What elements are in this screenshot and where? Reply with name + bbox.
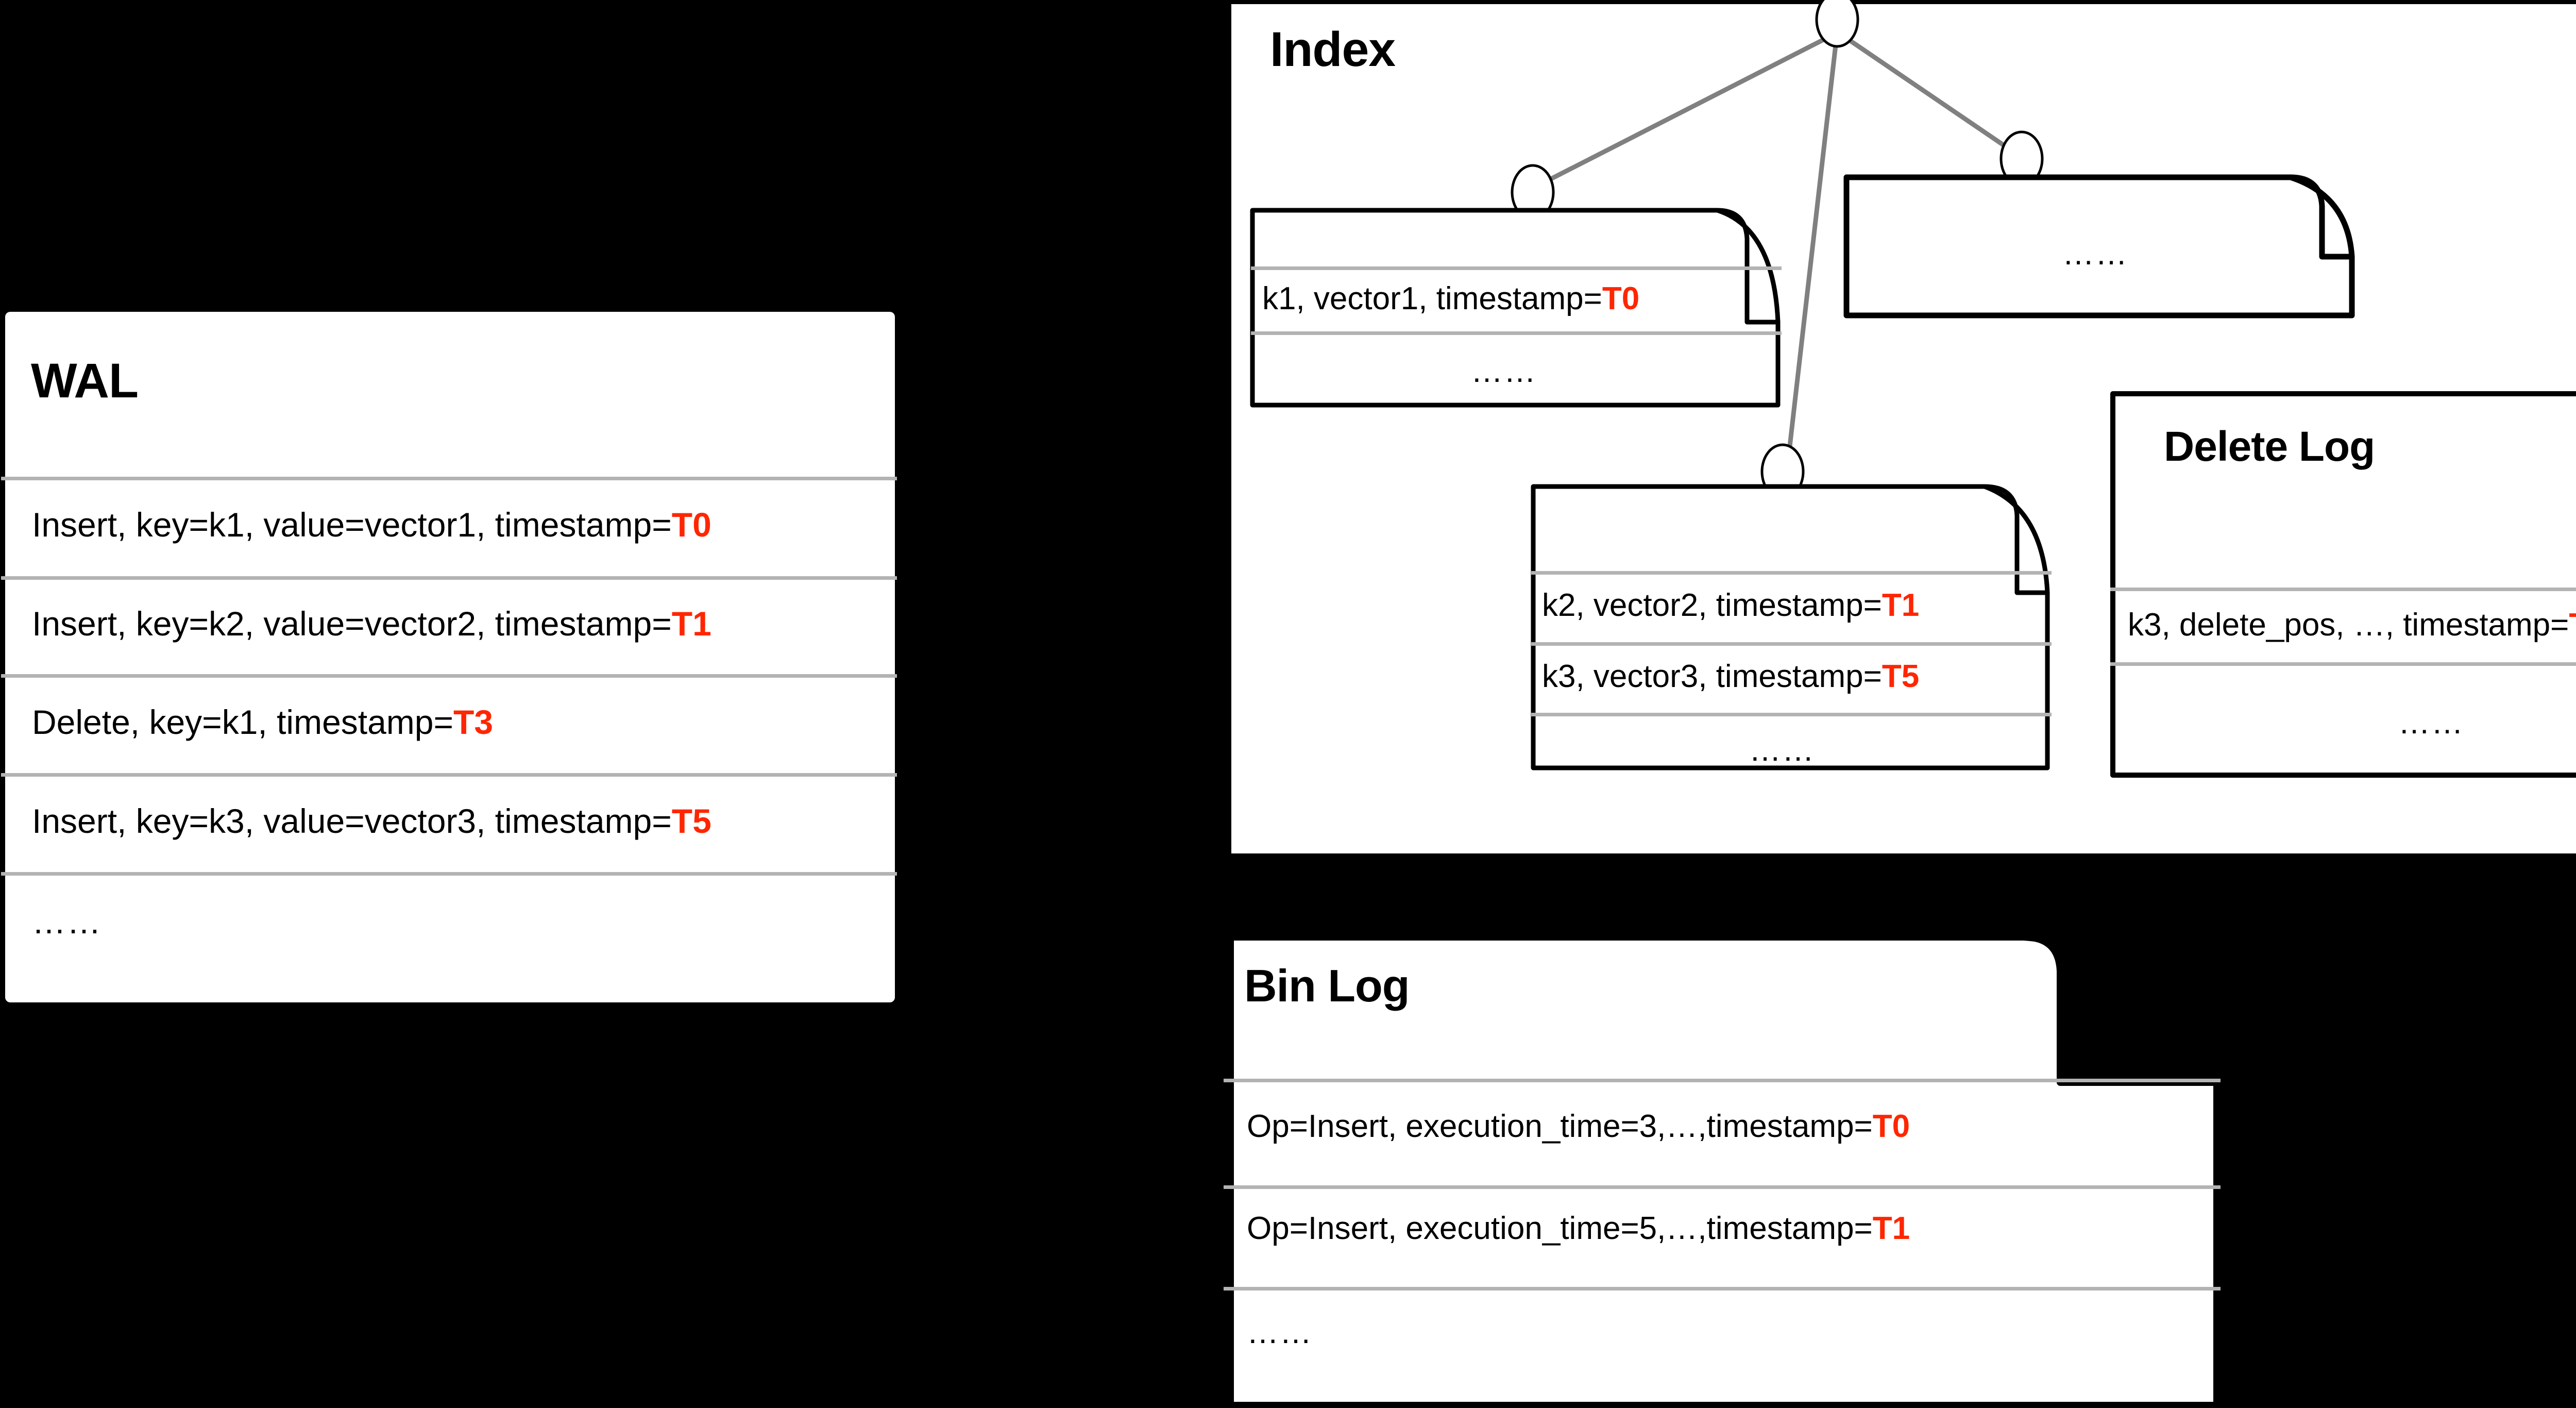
delete-log-divider <box>2110 588 2576 591</box>
wal-row-text: Insert, key=k3, value=vector3, timestamp… <box>32 802 672 840</box>
delete-log-row: k3, delete_pos, …, timestamp=T3 <box>2128 609 2576 641</box>
index-card-k2k3-row: k3, vector3, timestamp=T5 <box>1542 661 1919 693</box>
wal-row-text: Insert, key=k1, value=vector1, timestamp… <box>32 506 672 544</box>
index-card-k2k3 <box>1531 483 2052 771</box>
wal-row-timestamp: T1 <box>671 605 711 643</box>
index-card-k1-ellipsis: …… <box>1471 354 1537 389</box>
index-card-right <box>1843 174 2355 319</box>
wal-divider <box>1 773 897 777</box>
bin-log-row-timestamp: T0 <box>1872 1109 1910 1144</box>
wal-row-timestamp: T0 <box>671 506 711 544</box>
delete-log-title: Delete Log <box>2164 423 2375 470</box>
index-card-k1-row: k1, vector1, timestamp=T0 <box>1262 283 1639 315</box>
index-card-k2k3-divider <box>1531 713 2052 716</box>
index-card-k1-row-text: k1, vector1, timestamp= <box>1262 281 1602 316</box>
wal-row-timestamp: T3 <box>453 703 494 741</box>
bin-log-divider <box>1224 1185 2221 1189</box>
delete-log-divider <box>2110 662 2576 666</box>
index-card-k2k3-row-timestamp: T1 <box>1882 588 1920 623</box>
wal-divider <box>1 576 897 580</box>
wal-row: Insert, key=k1, value=vector1, timestamp… <box>32 508 711 542</box>
bin-log-row: Op=Insert, execution_time=5,…,timestamp=… <box>1247 1213 1910 1245</box>
index-card-k1-divider <box>1251 266 1782 270</box>
index-card-k2k3-row-text: k3, vector3, timestamp= <box>1542 659 1882 694</box>
delete-log-card <box>2110 391 2576 778</box>
delete-log-row-timestamp: T3 <box>2569 607 2576 643</box>
index-card-k2k3-divider <box>1531 571 2052 575</box>
wal-divider <box>1 674 897 678</box>
wal-title: WAL <box>31 354 139 408</box>
wal-row-timestamp: T5 <box>671 802 711 840</box>
bin-log-row-timestamp: T1 <box>1872 1211 1910 1246</box>
wal-panel <box>5 312 895 1002</box>
index-card-right-ellipsis: …… <box>2062 236 2128 272</box>
wal-row-text: Delete, key=k1, timestamp= <box>32 703 454 741</box>
wal-row: Insert, key=k3, value=vector3, timestamp… <box>32 804 711 838</box>
bin-log-row-text: Op=Insert, execution_time=3,…,timestamp= <box>1247 1109 1873 1144</box>
index-card-k2k3-row-text: k2, vector2, timestamp= <box>1542 588 1882 623</box>
index-card-k2k3-divider <box>1531 642 2052 646</box>
index-card-k2k3-row-timestamp: T5 <box>1882 659 1920 694</box>
wal-row-text: Insert, key=k2, value=vector2, timestamp… <box>32 605 672 643</box>
bin-log-ellipsis: …… <box>1247 1315 1313 1350</box>
bin-log-divider <box>1224 1287 2221 1290</box>
index-card-k2k3-ellipsis: …… <box>1749 732 1815 768</box>
index-card-k1 <box>1250 208 1781 408</box>
bin-log-divider <box>1224 1079 2221 1082</box>
delete-log-row-text: k3, delete_pos, …, timestamp= <box>2128 607 2569 643</box>
wal-divider <box>1 872 897 876</box>
index-card-k1-row-timestamp: T0 <box>1602 281 1640 316</box>
bin-log-row: Op=Insert, execution_time=3,…,timestamp=… <box>1247 1111 1910 1143</box>
bin-log-row-text: Op=Insert, execution_time=5,…,timestamp= <box>1247 1211 1873 1246</box>
delete-log-ellipsis: …… <box>2398 705 2464 741</box>
index-title: Index <box>1270 22 1396 77</box>
wal-divider <box>1 477 897 480</box>
wal-row: Delete, key=k1, timestamp=T3 <box>32 705 493 739</box>
bin-log-title: Bin Log <box>1244 960 1410 1011</box>
index-card-k1-divider <box>1251 331 1782 335</box>
index-card-k2k3-row: k2, vector2, timestamp=T1 <box>1542 590 1919 622</box>
wal-row: Insert, key=k2, value=vector2, timestamp… <box>32 607 711 641</box>
wal-ellipsis: …… <box>32 902 102 941</box>
